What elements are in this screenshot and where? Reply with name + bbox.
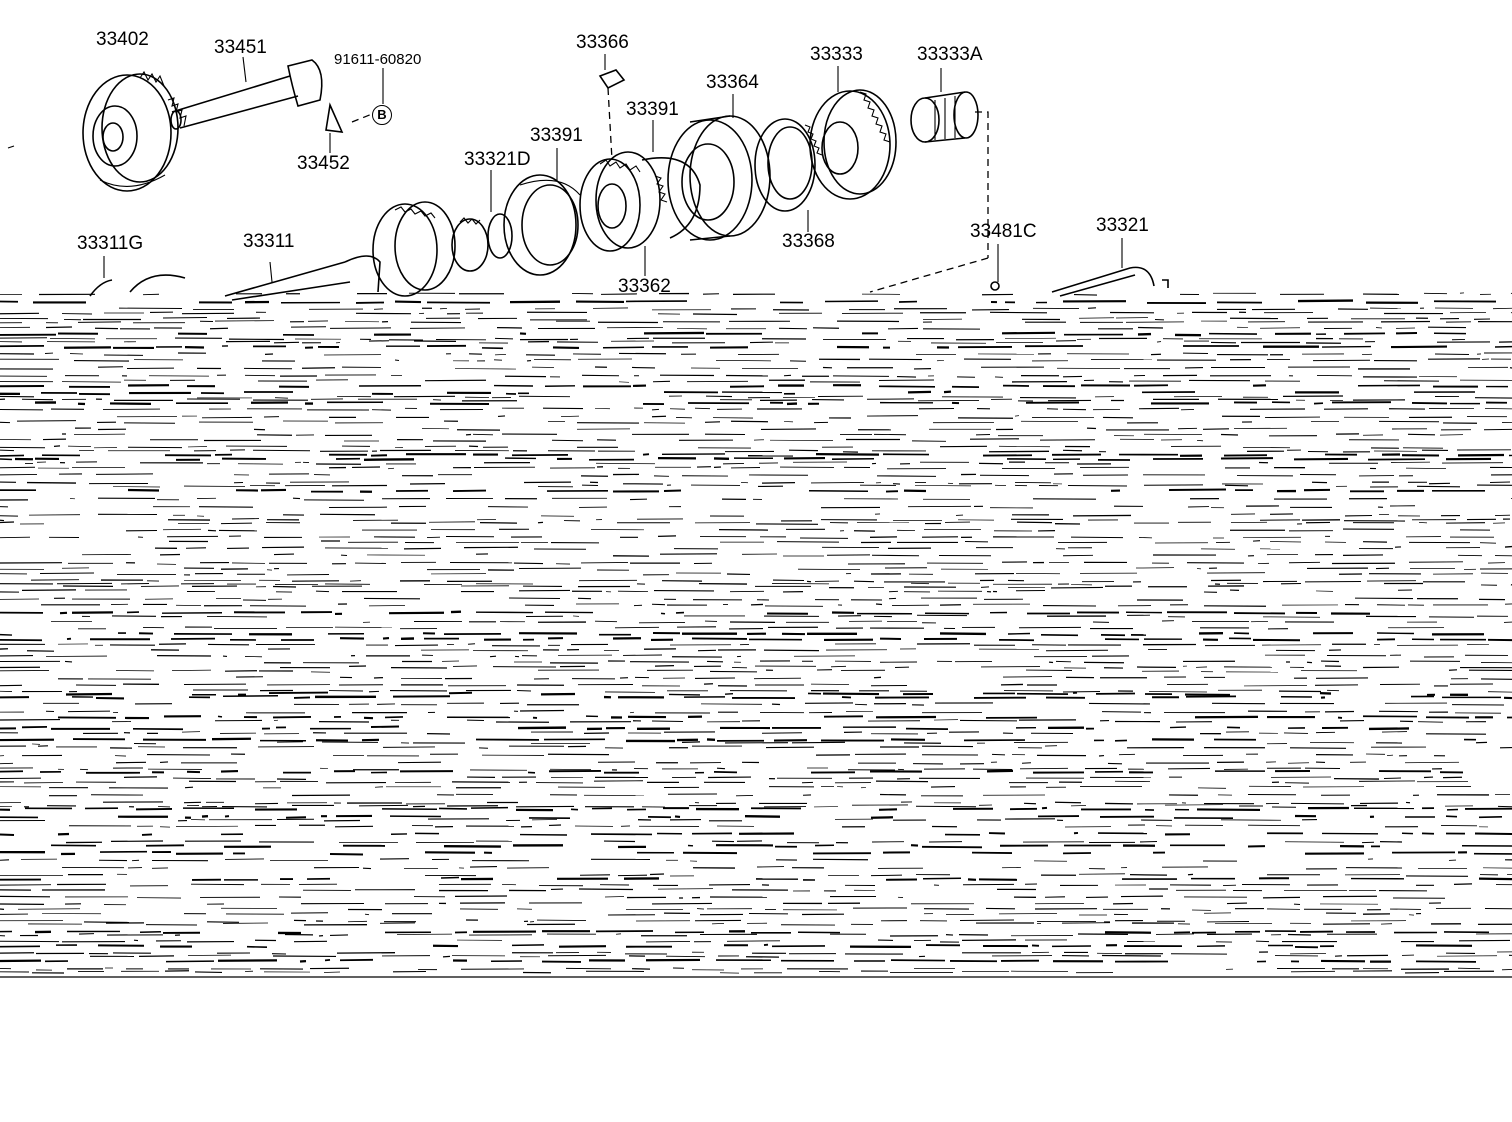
- part-33311g-drawing: [89, 256, 186, 297]
- bearing-33333a-drawing: [910, 68, 989, 258]
- label-33311: 33311: [243, 231, 295, 252]
- label-33311g: 33311G: [77, 233, 144, 254]
- label-33321: 33321: [1096, 215, 1149, 236]
- label-33391-lower: 33391: [530, 125, 583, 146]
- label-33362: 33362: [618, 276, 671, 297]
- label-91611-60820: 91611-60820: [334, 51, 422, 68]
- shaft-33451-drawing: [170, 56, 323, 130]
- label-33366: 33366: [576, 32, 629, 53]
- label-33452: 33452: [297, 153, 350, 174]
- label-33333a: 33333A: [917, 44, 983, 65]
- key-33366-drawing: [598, 54, 626, 161]
- shaft-33321-drawing: [1051, 238, 1169, 297]
- label-33481c: 33481C: [970, 221, 1037, 242]
- synchro-33321d-drawing: [451, 170, 513, 272]
- key-33452-drawing: [325, 102, 344, 153]
- label-33368: 33368: [782, 231, 835, 252]
- callout-b: B: [372, 105, 392, 125]
- noise-stroke: [718, 528, 769, 531]
- label-33364: 33364: [706, 72, 759, 93]
- scan-noise-area: [0, 292, 1512, 978]
- label-33333: 33333: [810, 44, 863, 65]
- gear-cluster-33311-drawing: [224, 201, 456, 301]
- noise-stroke: [1478, 877, 1512, 881]
- gear-33333-drawing: [809, 66, 897, 200]
- ring-33368-drawing: [754, 118, 823, 232]
- label-33451: 33451: [214, 37, 267, 58]
- label-33391-upper: 33391: [626, 99, 679, 120]
- hub-33362-drawing: [579, 151, 668, 276]
- gear-33402-drawing: [82, 70, 187, 192]
- label-33402: 33402: [96, 29, 149, 50]
- label-33321d: 33321D: [464, 149, 531, 170]
